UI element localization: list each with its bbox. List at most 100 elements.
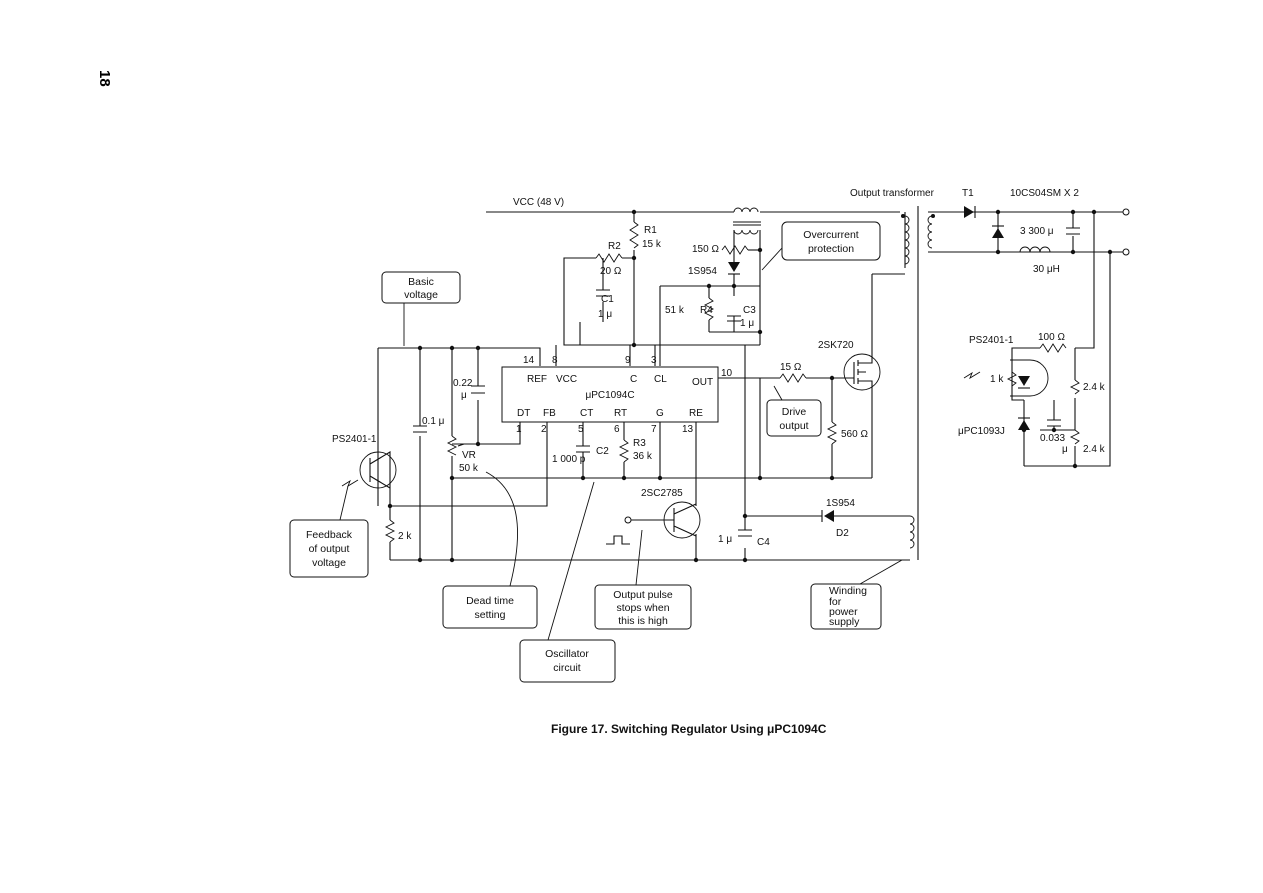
svg-text:1 μ: 1 μ [718,534,732,545]
ic-upc1094c [501,366,719,423]
svg-text:3: 3 [651,355,657,366]
svg-text:C4: C4 [757,537,770,548]
callout-oscillator: Oscillator circuit [519,481,616,683]
svg-text:0.22: 0.22 [453,378,473,389]
pulse-symbol [606,535,630,545]
svg-text:3 300 μ: 3 300 μ [1020,226,1054,237]
svg-text:PS2401-1: PS2401-1 [332,434,377,445]
svg-text:15 Ω: 15 Ω [780,362,802,373]
svg-text:power: power [829,606,858,618]
svg-text:2.4 k: 2.4 k [1083,444,1106,455]
svg-text:Oscillator: Oscillator [545,648,589,660]
svg-text:voltage: voltage [312,557,346,569]
svg-text:6: 6 [614,424,620,435]
svg-text:VCC (48 V): VCC (48 V) [513,197,564,208]
svg-text:1: 1 [516,424,522,435]
svg-text:100 Ω: 100 Ω [1038,332,1065,343]
ic-pin-names: REF VCC C CL OUT μPC1094C DT FB CT RT G … [517,374,713,419]
resistors [384,221,1080,543]
svg-text:T1: T1 [962,188,974,199]
callout-basic-voltage: Basic voltage [381,271,461,346]
svg-text:G: G [656,408,664,419]
svg-text:50 k: 50 k [459,463,479,474]
capacitors [413,227,1080,537]
svg-text:R3: R3 [633,438,646,449]
svg-text:for: for [829,596,842,608]
svg-text:10: 10 [721,368,733,379]
svg-text:Output pulse: Output pulse [613,589,673,601]
output-terminals [624,208,1130,524]
optocoupler-right [963,359,1049,397]
svg-text:Dead time: Dead time [466,595,514,607]
svg-text:R1: R1 [644,225,657,236]
svg-text:7: 7 [651,424,657,435]
svg-text:Output transformer: Output transformer [850,188,935,199]
svg-text:Basic: Basic [408,276,434,288]
svg-text:C1: C1 [601,294,614,305]
svg-text:CL: CL [654,374,667,385]
svg-text:REF: REF [527,374,547,385]
svg-text:51 k: 51 k [665,305,685,316]
svg-text:R4: R4 [700,305,713,316]
svg-text:0.1 μ: 0.1 μ [422,416,445,427]
svg-text:DT: DT [517,408,530,419]
svg-text:C3: C3 [743,305,756,316]
svg-text:μ: μ [461,390,467,401]
svg-text:μPC1094C: μPC1094C [585,390,634,401]
svg-text:10CS04SM X 2: 10CS04SM X 2 [1010,188,1079,199]
svg-text:supply: supply [829,616,860,628]
svg-text:20 Ω: 20 Ω [600,266,622,277]
svg-text:2SC2785: 2SC2785 [641,488,683,499]
svg-text:Drive: Drive [782,406,807,418]
svg-text:13: 13 [682,424,694,435]
callout-output-pulse: Output pulse stops when this is high [594,529,692,630]
svg-text:1 μ: 1 μ [598,309,612,320]
svg-text:RE: RE [689,408,703,419]
callout-drive-output: Drive output [766,385,822,437]
figure-caption: Figure 17. Switching Regulator Using μPC… [551,722,827,736]
svg-text:1 000 p: 1 000 p [552,454,586,465]
callout-winding: Winding for power supply [810,559,903,630]
svg-text:150 Ω: 150 Ω [692,244,719,255]
svg-text:μ: μ [1062,444,1068,455]
svg-text:of output: of output [309,543,350,555]
svg-text:circuit: circuit [553,662,581,674]
svg-text:R2: R2 [608,241,621,252]
svg-text:2SK720: 2SK720 [818,340,854,351]
component-labels: VCC (48 V) Output transformer T1 10CS04S… [332,188,1106,548]
svg-text:this is high: this is high [618,615,668,627]
svg-text:protection: protection [808,243,854,255]
svg-text:560 Ω: 560 Ω [841,429,868,440]
svg-text:14: 14 [523,355,535,366]
svg-text:15 k: 15 k [642,239,662,250]
svg-text:FB: FB [543,408,556,419]
svg-text:VCC: VCC [556,374,577,385]
svg-text:30 μH: 30 μH [1033,264,1060,275]
junction-dots [387,209,1113,563]
svg-text:1S954: 1S954 [826,498,855,509]
callout-feedback: Feedback of output voltage [289,485,369,578]
wires [377,206,1124,561]
transistor-2sk720 [843,352,881,391]
svg-text:0.033: 0.033 [1040,433,1065,444]
svg-text:voltage: voltage [404,289,438,301]
svg-text:Overcurrent: Overcurrent [803,229,859,241]
svg-text:C2: C2 [596,446,609,457]
svg-text:1 k: 1 k [990,374,1004,385]
coils [733,207,1051,549]
svg-text:setting: setting [475,609,506,621]
callout-overcurrent: Overcurrent protection [761,221,881,271]
svg-text:C: C [630,374,637,385]
diodes [728,206,1030,522]
svg-text:Feedback: Feedback [306,529,353,541]
svg-text:1S954: 1S954 [688,266,717,277]
svg-text:OUT: OUT [692,377,713,388]
svg-text:2 k: 2 k [398,531,412,542]
svg-text:PS2401-1: PS2401-1 [969,335,1014,346]
svg-text:RT: RT [614,408,627,419]
svg-text:output: output [779,420,808,432]
svg-text:36 k: 36 k [633,451,653,462]
phototransistor-left [341,451,397,506]
svg-text:5: 5 [578,424,584,435]
